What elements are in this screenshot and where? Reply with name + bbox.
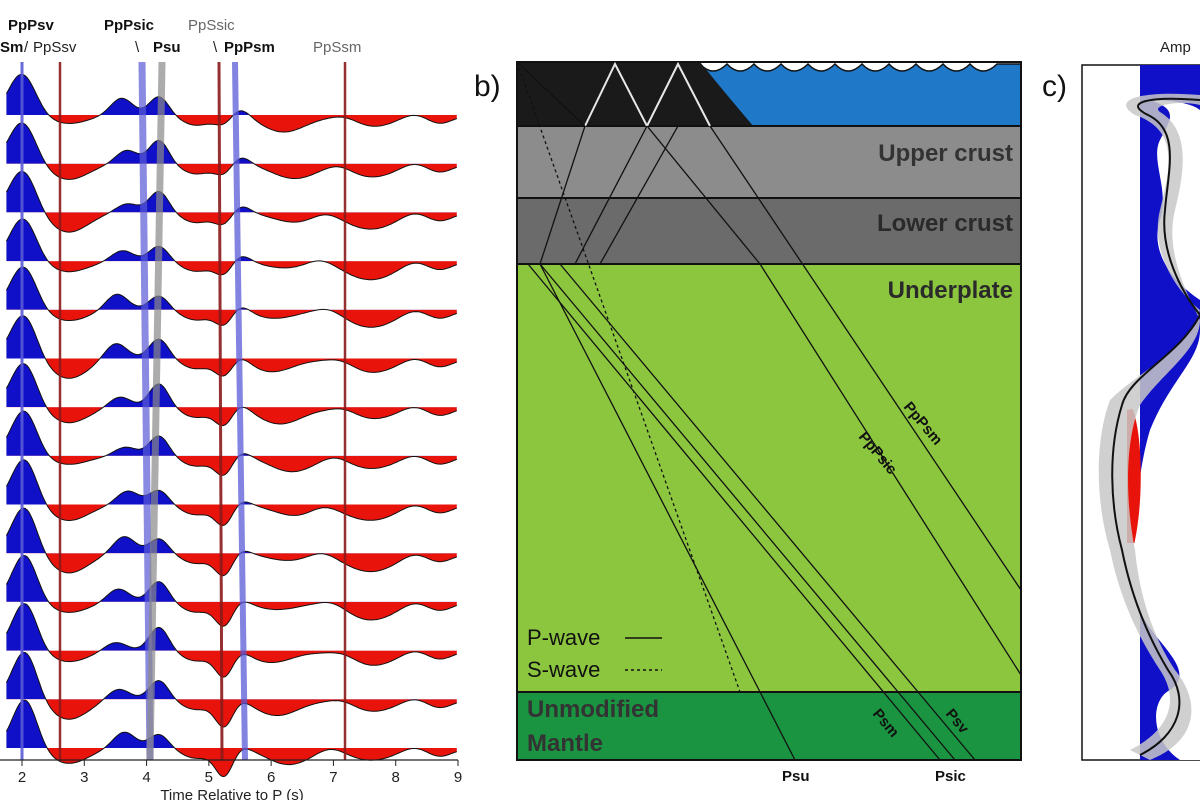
time-axis-tick-label: 6 bbox=[267, 769, 275, 786]
time-axis: 2 3 4 5 6 7 8 9 Time Relative to P (s) bbox=[0, 759, 462, 800]
trace-line bbox=[5, 315, 457, 379]
phase-label-ps-u: Psu bbox=[153, 39, 181, 56]
trace-line bbox=[5, 122, 457, 180]
phase-label-ps-u-backslash: \ bbox=[135, 39, 140, 56]
trace-negative-fill bbox=[6, 748, 457, 777]
trace-negative-fill bbox=[6, 699, 457, 728]
trace-line bbox=[5, 603, 457, 678]
panel-b-label: b) bbox=[474, 70, 501, 103]
trace-negative-fill bbox=[46, 163, 457, 180]
phase-label-slash: / bbox=[24, 39, 29, 56]
time-axis-tick-label: 5 bbox=[205, 769, 213, 786]
panel-c-mean-trace bbox=[1111, 97, 1200, 756]
trace-line bbox=[5, 507, 457, 577]
amplitude-panel: c) Amp bbox=[1042, 39, 1200, 761]
trace-line bbox=[5, 555, 457, 627]
trace-negative-fill bbox=[6, 212, 457, 233]
mantle-label-line2: Mantle bbox=[527, 730, 603, 757]
trace-line bbox=[5, 652, 457, 728]
trace-negative-fill bbox=[48, 650, 457, 678]
trace-line bbox=[5, 363, 457, 427]
time-axis-tick-label: 8 bbox=[392, 769, 400, 786]
trace-line bbox=[5, 410, 457, 476]
pick-line-ppss-ic bbox=[217, 61, 224, 761]
time-axis-tick-label: 4 bbox=[142, 769, 150, 786]
time-axis-ticks: 2 3 4 5 6 7 8 9 bbox=[18, 760, 462, 786]
phase-label-ppss-m: PpSsm bbox=[313, 39, 361, 56]
ray-label-ps-ic: Psic bbox=[935, 768, 966, 785]
receiver-function-panel: PpPsv Sm / PpSsv PpPsic \ Psu PpSsic \ P… bbox=[0, 17, 462, 800]
trace-line bbox=[5, 218, 457, 281]
lower-crust-layer bbox=[517, 198, 1021, 264]
phase-label-ppps-m-backslash: \ bbox=[213, 39, 218, 56]
phase-label-ppss-v: PpSsv bbox=[33, 39, 77, 56]
ray-paths bbox=[516, 61, 1022, 761]
trace-negative-fill bbox=[46, 504, 457, 526]
time-axis-tick-label: 3 bbox=[80, 769, 88, 786]
layer-boundaries bbox=[516, 61, 1022, 761]
trace-line bbox=[5, 73, 457, 133]
phase-label-ppss-ic: PpSsic bbox=[188, 17, 235, 34]
trace-negative-fill bbox=[48, 601, 457, 627]
pick-line-ps-u bbox=[146, 61, 166, 761]
trace-positive-fill bbox=[6, 555, 457, 602]
trace-negative-fill bbox=[6, 407, 457, 426]
phase-label-ppps-m: PpPsm bbox=[224, 39, 275, 56]
legend-p-wave-label: P-wave bbox=[527, 625, 600, 650]
time-axis-tick-label: 9 bbox=[454, 769, 462, 786]
upper-crust-label: Upper crust bbox=[878, 140, 1013, 167]
underplate-layer bbox=[517, 264, 1021, 692]
ocean-water bbox=[699, 62, 1022, 127]
trace-positive-fill bbox=[6, 508, 253, 554]
trace-positive-fill bbox=[6, 700, 457, 748]
legend-s-wave-label: S-wave bbox=[527, 657, 600, 682]
trace-positive-fill bbox=[6, 74, 457, 115]
trace-negative-fill bbox=[6, 115, 457, 132]
trace-line bbox=[5, 170, 457, 233]
panel-c-curve-area bbox=[1134, 100, 1200, 760]
time-axis-tick-label: 7 bbox=[329, 769, 337, 786]
wave-legend: P-wave S-wave bbox=[527, 625, 662, 682]
time-axis-label: Time Relative to P (s) bbox=[160, 787, 303, 800]
trace-line bbox=[5, 459, 457, 527]
mantle-label-line1: Unmodified bbox=[527, 696, 659, 723]
receiver-function-traces bbox=[5, 73, 457, 778]
trace-negative-fill bbox=[49, 455, 457, 476]
trace-negative-fill bbox=[48, 309, 457, 328]
panel-c-label: c) bbox=[1042, 70, 1067, 103]
phase-label-ppps-ic: PpPsic bbox=[104, 17, 154, 34]
trace-positive-fill bbox=[6, 219, 322, 262]
phase-label-ps-m: Sm bbox=[0, 39, 23, 56]
ray-path-diagram: b) bbox=[474, 61, 1022, 785]
underplate-label: Underplate bbox=[888, 277, 1013, 304]
lower-crust-label: Lower crust bbox=[877, 210, 1013, 237]
sediment-wedge bbox=[517, 62, 752, 126]
upper-crust-layer bbox=[517, 126, 1021, 198]
phase-labels: PpPsv Sm / PpSsv PpPsic \ Psu PpSsic \ P… bbox=[0, 17, 361, 56]
time-axis-tick-label: 2 bbox=[18, 769, 26, 786]
mantle-layer bbox=[517, 692, 1021, 760]
panel-c-title: Amp bbox=[1160, 39, 1191, 56]
phase-pick-lines bbox=[20, 61, 347, 761]
ray-label-ps-u: Psu bbox=[782, 768, 810, 785]
panel-c-confidence-band bbox=[1098, 93, 1200, 761]
trace-positive-fill bbox=[6, 267, 457, 310]
trace-line bbox=[5, 266, 457, 328]
pick-line-ppps-m bbox=[232, 61, 248, 761]
phase-label-ppps-v: PpPsv bbox=[8, 17, 55, 34]
